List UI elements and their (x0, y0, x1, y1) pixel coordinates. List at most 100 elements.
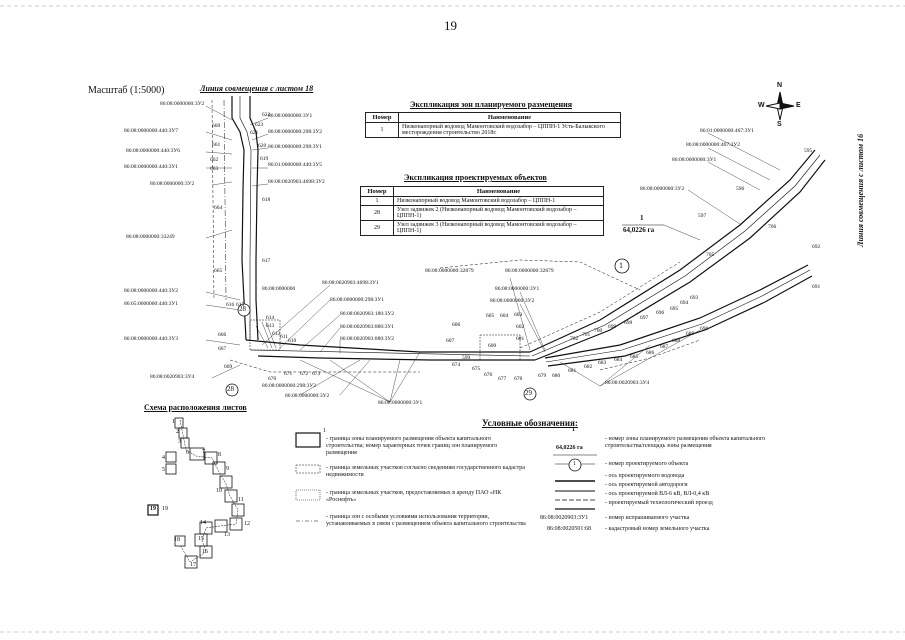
parcel-label: 86:08:0000000:3У2 (150, 181, 195, 187)
parcel-label: 86:08:0020903:3У4 (150, 374, 195, 380)
parcel-label: 86:08:0000000:440:3У6 (126, 148, 181, 154)
object-marker-29 (523, 387, 537, 401)
point-label: 693 (690, 295, 699, 301)
point-label: 607 (446, 338, 455, 344)
point-label: 606 (452, 322, 461, 328)
point-label: 674 (452, 362, 461, 368)
objects-table: Номер Наименование 1 Низконапорный водов… (360, 186, 604, 236)
compass-s: S (777, 121, 782, 128)
zones-cell: Низконапорный водовод Мамонтовский водоз… (398, 122, 621, 138)
map-scale: Масштаб (1:5000) (88, 85, 165, 96)
objects-cell: Узел задвижек 3 (Низконапорный водовод М… (393, 220, 604, 236)
point-label: 700 (594, 328, 603, 334)
point-label: 662 (210, 157, 219, 163)
parcel-label: 86:08:0000000 (262, 286, 296, 292)
point-label: 684 (614, 357, 623, 363)
sheet-label: 2 (176, 429, 179, 435)
parcel-label: 86:08:0020903:880:3У2 (340, 336, 395, 342)
parcel-label: 86:08:0020903:4698:3У1 (322, 280, 379, 286)
point-label: 702 (570, 336, 579, 342)
point-label: 666 (218, 332, 227, 338)
left-corridor (211, 96, 259, 341)
point-label: 667 (218, 346, 227, 352)
zones-col-name: Наименование (398, 112, 621, 123)
point-label: 686 (646, 350, 655, 356)
compass-icon (765, 91, 795, 121)
parcel-label: 86:01:0000000:467:3У1 (700, 128, 755, 134)
zones-col-number: Номер (365, 112, 399, 123)
point-label: 665 (214, 268, 223, 274)
point-label: 699 (608, 324, 617, 330)
point-label: 619 (260, 156, 269, 162)
sheet-label: 13 (224, 532, 230, 538)
point-label: 600 (488, 343, 497, 349)
point-label: 597 (698, 213, 707, 219)
point-label: 605 (486, 313, 495, 319)
point-label: 683 (598, 360, 607, 366)
point-label: 610 (288, 338, 297, 344)
legend-item: - ось проектируемой ВЛ-6 кВ, ВЛ-0,4 кВ (605, 491, 710, 497)
point-label: 614 (266, 315, 275, 321)
point-label: 616 (226, 302, 235, 308)
legend-sample-area: 64,0226 га (556, 445, 583, 451)
sheet-label: 15 (198, 536, 204, 542)
match-line-top: Линия совмещения с листом 18 (200, 84, 314, 93)
point-label: 673 (312, 371, 321, 377)
parcel-label: 86:08:0000000:32879 (425, 268, 474, 274)
zones-table: Номер Наименование 1 Низконапорный водов… (365, 112, 621, 138)
sheet-label: 9 (226, 466, 229, 472)
legend-sample-num: 1 (572, 427, 575, 433)
objects-cell: 1 (360, 196, 394, 206)
page-number: 19 (444, 18, 457, 33)
legend-item: - граница земельных участков согласно св… (326, 465, 525, 478)
point-label: 676 (484, 372, 493, 378)
parcel-label: 86:08:0000000:32879 (505, 268, 554, 274)
objects-col-name: Наименование (393, 186, 604, 197)
point-label: 669 (224, 364, 233, 370)
objects-col-number: Номер (360, 186, 394, 197)
point-label: 604 (500, 313, 509, 319)
point-label: 613 (266, 323, 275, 329)
sheet-label: 1 (172, 419, 175, 425)
table-row: 28 Узел задвижек 2 (Низконапорный водово… (360, 205, 604, 221)
sheet-scheme (147, 417, 245, 569)
zone-number: 1 (640, 214, 644, 222)
parcel-label: 86:08:0000000:298:3У2 (268, 129, 323, 135)
point-label: 660 (212, 123, 221, 129)
legend-sample-boundary-num: 1 (323, 428, 326, 434)
object-marker-label: 28 (227, 385, 234, 393)
parcel-label: 86:08:0000000:467:3У2 (686, 142, 741, 148)
point-label: 696 (656, 310, 665, 316)
sheet-label: 6 (186, 450, 189, 456)
point-label: 663 (210, 166, 219, 172)
table-row: 1 Низконапорный водовод Мамонтовский вод… (360, 196, 604, 206)
point-label: 602 (516, 324, 525, 330)
sheet-label: 11 (238, 497, 244, 503)
legend-item: - номер зоны планируемого размещения объ… (605, 436, 766, 449)
point-label: 601 (516, 336, 525, 342)
point-label: 617 (262, 258, 271, 264)
parcel-label: 86:05:0000000:440:3У1 (124, 301, 179, 307)
legend-item: - кадастровый номер земельного участка (605, 526, 710, 532)
sheet-label: 10 (216, 488, 222, 494)
point-label: 661 (212, 142, 221, 148)
point-label: 615 (236, 302, 245, 308)
point-label: 679 (538, 373, 547, 379)
legend-item: - граница земельных участков, предоставл… (326, 490, 502, 503)
scheme-title: Схема расположения листов (144, 403, 247, 412)
point-label: 687 (660, 344, 669, 350)
parcel-label: 86:08:0020903:880:3У1 (340, 324, 395, 330)
point-label: 680 (552, 373, 561, 379)
parcel-label: 86:08:0000000:298:3У1 (268, 144, 323, 150)
point-label: 672 (300, 371, 309, 377)
parcel-label: 86:08:0000000:3У1 (268, 113, 313, 119)
compass-w: W (758, 102, 765, 109)
object-marker-label: 29 (525, 389, 532, 397)
current-sheet-label: 19 (162, 506, 168, 512)
sheet-label: 16 (202, 549, 208, 555)
objects-cell: 28 (360, 205, 394, 221)
point-label: 692 (812, 244, 821, 250)
legend-title: Условные обозначения: (482, 418, 578, 428)
point-label: 688 (672, 338, 681, 344)
